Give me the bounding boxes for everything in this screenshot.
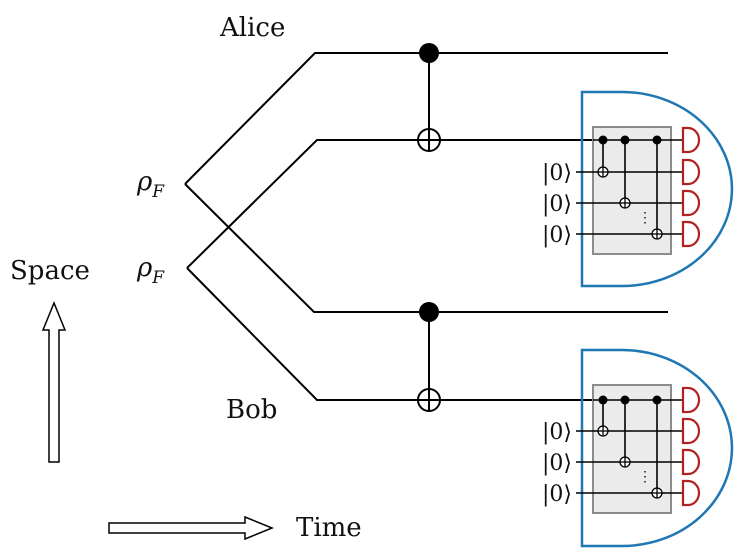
- time-arrow: [108, 515, 274, 541]
- alice-inner-control-2: [620, 135, 630, 145]
- rho-f-bottom-label: ρF: [136, 253, 165, 288]
- alice-detector-3: [681, 189, 701, 217]
- bob-detector-2: [681, 417, 701, 445]
- alice-detector-dome: [580, 90, 734, 288]
- pair2-bob-wire: [186, 267, 595, 401]
- bob-cnot-control: [419, 302, 439, 322]
- alice-label: Alice: [219, 13, 285, 43]
- alice-measurement-module: |0⟩ |0⟩ |0⟩ ⋮: [542, 90, 734, 288]
- bob-detector-1: [681, 386, 701, 414]
- alice-inner-target-3: [651, 228, 663, 240]
- alice-ancilla-label-2: |0⟩: [542, 192, 572, 217]
- bob-label: Bob: [226, 395, 277, 425]
- time-label: Time: [296, 513, 362, 543]
- bob-inner-control-3: [652, 395, 662, 405]
- rho-bottom-subscript: F: [151, 268, 165, 288]
- rho-bottom-symbol: ρ: [136, 253, 153, 283]
- bob-inner-control-1: [598, 395, 608, 405]
- bob-inner-target-1: [597, 425, 609, 437]
- bob-detector-3: [681, 448, 701, 476]
- alice-ancilla-label-1: |0⟩: [542, 161, 572, 186]
- alice-ancilla-label-3: |0⟩: [542, 223, 572, 248]
- alice-detector-1: [681, 126, 701, 154]
- bob-vertical-dots: ⋮: [638, 469, 652, 485]
- bob-inner-control-2: [620, 395, 630, 405]
- bob-ancilla-label-2: |0⟩: [542, 451, 572, 476]
- rho-top-subscript: F: [151, 182, 165, 202]
- alice-detector-4: [681, 220, 701, 248]
- rho-f-top-label: ρF: [136, 167, 165, 202]
- alice-inner-target-2: [619, 197, 631, 209]
- alice-vertical-dots: ⋮: [638, 210, 652, 226]
- bob-ancilla-label-3: |0⟩: [542, 482, 572, 507]
- space-label: Space: [10, 256, 90, 286]
- alice-cnot-control: [419, 43, 439, 63]
- rho-top-symbol: ρ: [136, 167, 153, 197]
- bob-measurement-module: |0⟩ |0⟩ |0⟩ ⋮: [542, 348, 734, 548]
- alice-inner-control-1: [598, 135, 608, 145]
- bob-inner-target-3: [651, 487, 663, 499]
- pair2-alice-wire: [186, 139, 595, 269]
- pair1-alice-wire: [184, 52, 668, 185]
- alice-detector-2: [681, 158, 701, 186]
- space-arrow: [41, 301, 67, 463]
- bob-detector-4: [681, 479, 701, 507]
- bob-detector-dome: [580, 348, 734, 548]
- bob-cnot-target: [417, 388, 441, 412]
- alice-inner-control-3: [652, 135, 662, 145]
- bob-ancilla-label-1: |0⟩: [542, 420, 572, 445]
- alice-cnot-target: [417, 128, 441, 152]
- alice-inner-target-1: [597, 166, 609, 178]
- bob-inner-target-2: [619, 456, 631, 468]
